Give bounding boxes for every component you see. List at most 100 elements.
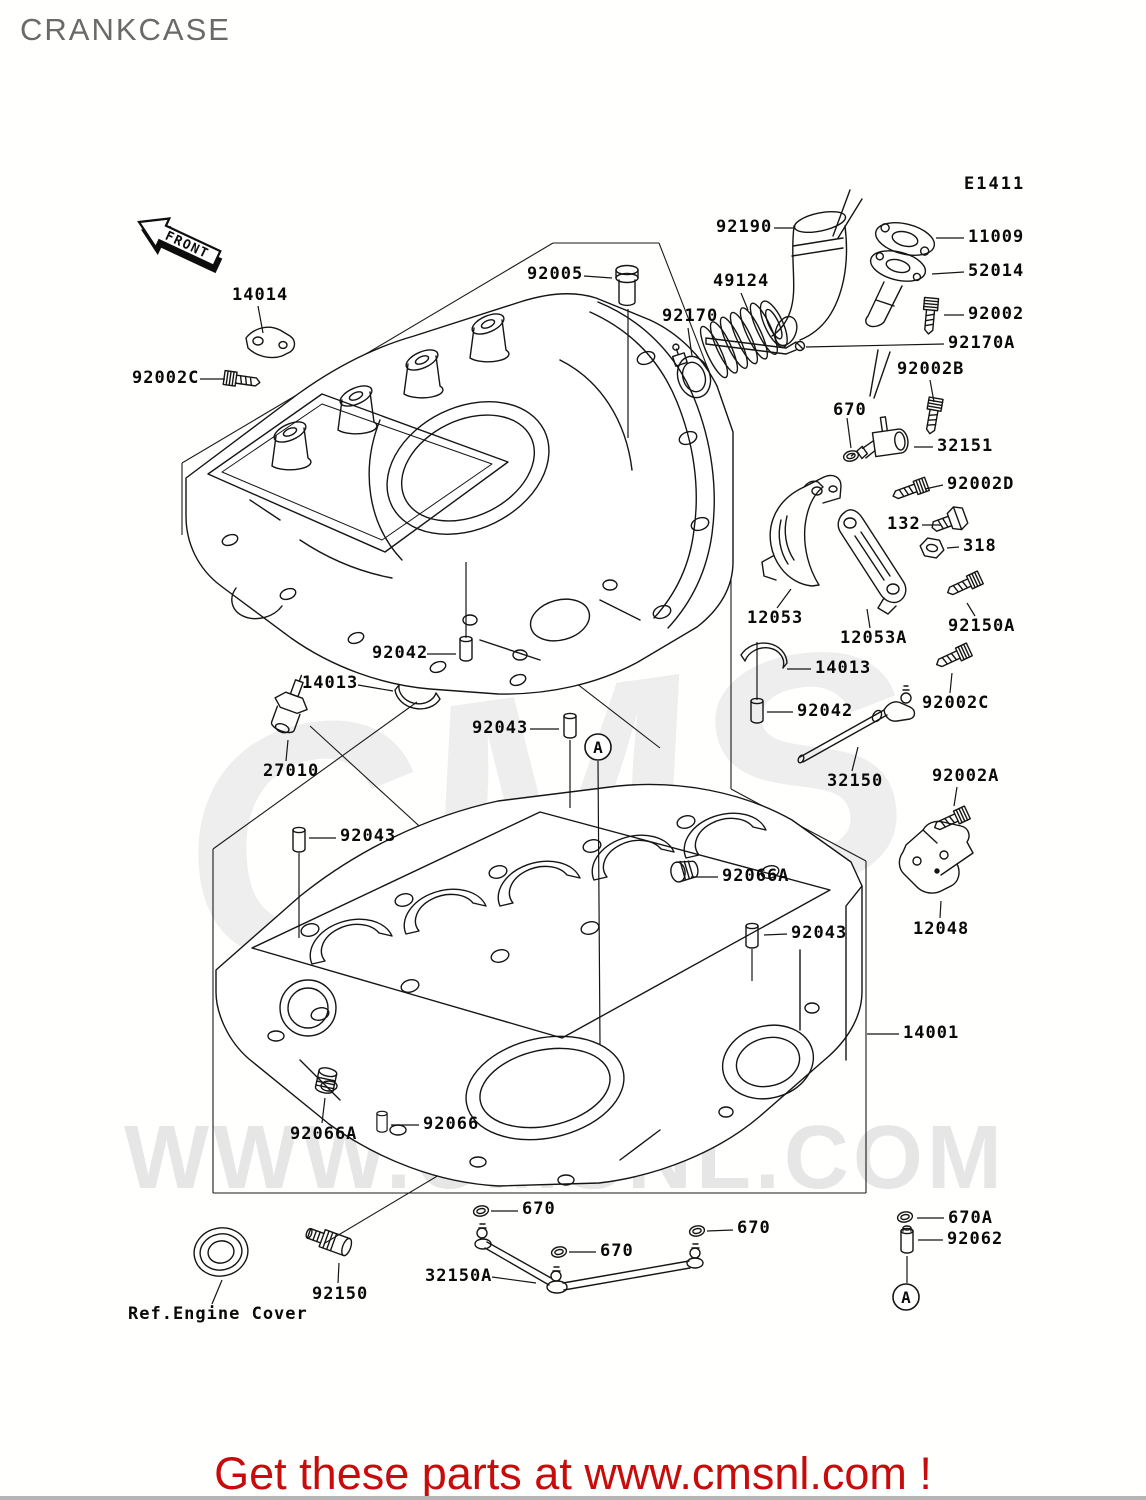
part-670-oring-c [549,1244,569,1260]
part-92005-breather-plug [615,264,639,307]
part-12053A-arm [837,509,907,615]
part-number-label-132[interactable]: 132 [887,514,921,534]
part-number-label-670[interactable]: 670 [737,1218,771,1238]
leader-line [687,327,693,357]
part-number-label-92150[interactable]: 92150 [312,1284,369,1304]
part-number-label-92066a[interactable]: 92066A [722,866,790,886]
leader-line [949,672,953,694]
part-number-label-92062[interactable]: 92062 [947,1229,1004,1249]
leader-line [491,1276,537,1284]
part-92062-plug [900,1225,914,1254]
upper-crankcase-half [185,293,734,695]
part-92002-bolt [920,296,940,336]
part-number-label-92170a[interactable]: 92170A [948,333,1016,353]
svg-text:A: A [593,738,603,757]
part-number-label-92002a[interactable]: 92002A [932,766,1000,786]
part-92066A-plug-left [314,1067,338,1094]
part-32150A-linkage [474,1223,704,1294]
part-number-label-670[interactable]: 670 [522,1199,556,1219]
part-number-label-11009[interactable]: 11009 [968,227,1025,247]
part-92150A-bolt [944,570,984,600]
part-number-label-49124[interactable]: 49124 [713,271,770,291]
part-132-bolt [927,503,970,540]
part-number-label-12053[interactable]: 12053 [747,608,804,628]
part-number-label-318[interactable]: 318 [963,536,997,556]
part-92150-sensor [305,1227,353,1257]
leader-line [740,292,749,311]
leader-line [846,417,852,449]
part-number-label-12053a[interactable]: 12053A [840,628,908,648]
part-number-label-670[interactable]: 670 [600,1241,634,1261]
leader-line [805,343,945,348]
part-number-label-92002[interactable]: 92002 [968,304,1025,324]
detail-markers: AA [584,733,920,1311]
part-number-label-14014[interactable]: 14014 [232,285,289,305]
part-number-label-92043[interactable]: 92043 [791,923,848,943]
leader-line [953,786,958,807]
diagram-code: E1411 [964,174,1026,194]
part-number-label-92042[interactable]: 92042 [372,643,429,663]
leader-lines [200,227,976,1305]
leader-line [211,1279,223,1305]
part-number-label-92002d[interactable]: 92002D [947,474,1015,494]
part-number-label-92002c[interactable]: 92002C [132,368,200,388]
leader-line [321,1097,326,1124]
part-32150-rod [797,685,916,764]
part-number-label-670[interactable]: 670 [833,400,867,420]
part-number-label-92190[interactable]: 92190 [716,217,773,237]
part-number-label-92170[interactable]: 92170 [662,306,719,326]
page-title: CRANKCASE [20,12,231,47]
part-14013-half-ring-left [394,684,441,710]
leader-line [966,602,976,617]
part-number-label-92150a[interactable]: 92150A [948,616,1016,636]
part-92002B-bolt [922,396,944,436]
part-number-label-92002b[interactable]: 92002B [897,359,965,379]
leader-line [337,1262,340,1284]
part-engine-cover-seal [193,1227,249,1277]
part-12048-bracket [898,820,974,894]
part-11009-gasket [874,222,936,256]
part-number-label-52014[interactable]: 52014 [968,261,1025,281]
part-number-label-12048[interactable]: 12048 [913,919,970,939]
part-number-label-92005[interactable]: 92005 [527,264,584,284]
leader-line [929,379,935,403]
part-number-label-92066[interactable]: 92066 [423,1114,480,1134]
part-670A-oring [895,1209,915,1225]
part-number-label-14013[interactable]: 14013 [302,673,359,693]
part-14014-clamp [245,326,296,359]
part-number-label-92043[interactable]: 92043 [340,826,397,846]
detail-marker-a: A [892,1283,920,1311]
leader-line [706,1229,734,1232]
part-number-label-92002c[interactable]: 92002C [922,693,990,713]
part-number-label-14001[interactable]: 14001 [903,1023,960,1043]
part-number-label-670a[interactable]: 670A [948,1208,993,1228]
part-92190-hose [771,189,863,347]
part-number-label-32151[interactable]: 32151 [937,436,994,456]
svg-text:A: A [901,1288,911,1307]
bottom-strip [0,1496,1146,1500]
part-number-label-27010[interactable]: 27010 [263,761,320,781]
leader-line [257,305,264,334]
part-number-label-32150[interactable]: 32150 [827,771,884,791]
part-92002D-bolt [889,476,931,504]
part-number-label-14013[interactable]: 14013 [815,658,872,678]
reference-note: Ref.Engine Cover [128,1304,308,1324]
detail-marker-a: A [584,733,612,761]
banner-link[interactable]: Get these parts at www.cmsnl.com ! [214,1448,932,1499]
part-318-nut [917,536,947,560]
part-14013-half-ring-right [740,642,788,669]
part-number-label-32150a[interactable]: 32150A [425,1266,493,1286]
part-670-oring-b [687,1223,707,1239]
leader-line [776,588,792,609]
part-92002C-bolt-left [222,369,262,391]
part-number-label-92043[interactable]: 92043 [472,718,529,738]
leader-line [939,900,942,919]
part-49124-boot [699,300,788,379]
part-number-label-92042[interactable]: 92042 [797,701,854,721]
part-92170A-clamp-strip [705,337,806,355]
part-number-label-92066a[interactable]: 92066A [290,1124,358,1144]
leader-line [285,739,289,762]
leader-line [763,933,788,936]
part-92170-clamp [671,343,712,399]
